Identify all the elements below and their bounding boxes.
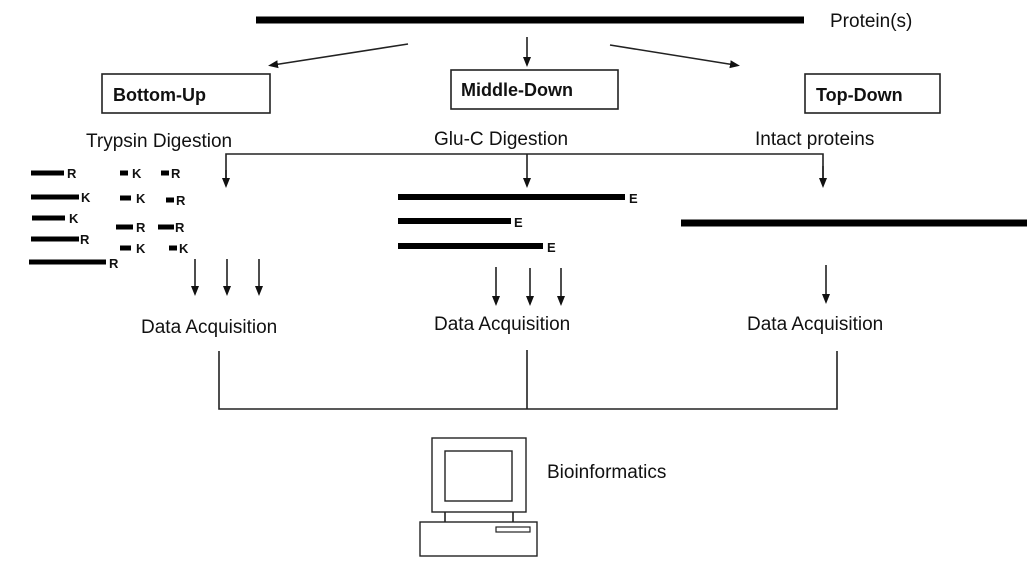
cleavage-residue: R	[80, 232, 90, 247]
top-down-box: Top-Down	[804, 73, 941, 114]
cleavage-residue: E	[547, 240, 556, 255]
intact-proteins-label: Intact proteins	[755, 129, 874, 150]
middle-down-acquisition-label: Data Acquisition	[434, 314, 570, 335]
gluc-peptides: E E E	[398, 191, 638, 255]
gluc-digestion-label: Glu-C Digestion	[434, 129, 568, 150]
cleavage-residue: R	[109, 256, 119, 271]
cleavage-residue: K	[132, 166, 142, 181]
cleavage-residue: R	[171, 166, 181, 181]
middle-down-box: Middle-Down	[450, 69, 619, 110]
cleavage-residue: R	[176, 193, 186, 208]
cleavage-residue: K	[136, 191, 146, 206]
distribution-bracket	[225, 153, 824, 183]
cleavage-residue: E	[514, 215, 523, 230]
bioinformatics-label: Bioinformatics	[547, 462, 666, 483]
cleavage-residue: R	[67, 166, 77, 181]
bottom-up-box: Bottom-Up	[101, 73, 271, 114]
cleavage-residue: E	[629, 191, 638, 206]
cleavage-residue: K	[69, 211, 79, 226]
convergence-bracket	[218, 351, 838, 410]
top-down-acquisition-label: Data Acquisition	[747, 314, 883, 335]
tryptic-peptides: R K K R R K K R K R R R K	[29, 166, 189, 271]
top-down-label: Top-Down	[816, 85, 903, 105]
cleavage-residue: R	[175, 220, 185, 235]
cleavage-residue: K	[81, 190, 91, 205]
cleavage-residue: R	[136, 220, 146, 235]
disk-drive	[495, 526, 531, 533]
bottom-up-label: Bottom-Up	[113, 85, 206, 105]
computer-icon	[419, 437, 538, 557]
middle-down-label: Middle-Down	[461, 80, 573, 100]
monitor-screen	[444, 450, 513, 502]
arrow-to-top-down	[609, 44, 740, 69]
arrow-to-bottom-up	[268, 43, 409, 69]
protein-label: Protein(s)	[830, 11, 912, 32]
cleavage-residue: K	[136, 241, 146, 256]
cleavage-residue: K	[179, 241, 189, 256]
trypsin-digestion-label: Trypsin Digestion	[86, 131, 232, 152]
bottom-up-acquisition-label: Data Acquisition	[141, 317, 277, 338]
